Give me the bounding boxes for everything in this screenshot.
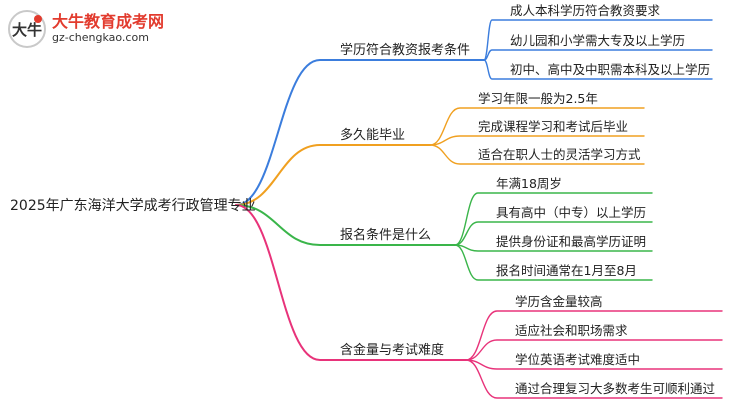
branch-edge-2 [235, 204, 456, 246]
leaf-node-label-3-2: 学位英语考试难度适中 [515, 352, 640, 367]
leaf-edge-1-1 [429, 135, 645, 146]
logo-url: gz-chengkao.com [52, 31, 149, 44]
branch-edge-0 [235, 59, 485, 206]
leaf-node-label-2-3: 报名时间通常在1月至8月 [496, 263, 637, 278]
leaf-node-label-3-3: 通过合理复习大多数考生可顺利通过 [515, 381, 716, 396]
logo-mark-icon: 大牛 [8, 10, 46, 48]
leaf-node-label-3-1: 适应社会和职场需求 [515, 323, 628, 338]
branch-node-label-0: 学历符合教资报考条件 [340, 42, 470, 58]
leaf-edge-0-1 [483, 49, 713, 61]
logo-title: 大牛教育成考网 [52, 12, 165, 31]
leaf-node-label-3-0: 学历含金量较高 [515, 294, 603, 309]
branch-edge-1 [235, 144, 431, 206]
leaf-edge-0-0 [483, 19, 713, 61]
site-logo: 大牛 大牛教育成考网 gz-chengkao.com [8, 10, 164, 48]
leaf-edge-2-3 [454, 244, 653, 281]
branch-node-label-1: 多久能毕业 [340, 127, 405, 143]
leaf-node-label-2-0: 年满18周岁 [496, 176, 562, 191]
leaf-edge-1-0 [429, 107, 645, 146]
leaf-node-label-1-1: 完成课程学习和考试后毕业 [478, 119, 628, 134]
leaf-edge-2-1 [454, 221, 653, 246]
leaf-edge-3-0 [465, 310, 723, 361]
logo-texts: 大牛教育成考网 gz-chengkao.com [52, 13, 164, 45]
branch-node-label-2: 报名条件是什么 [340, 227, 431, 243]
leaf-node-label-0-2: 初中、高中及中职需本科及以上学历 [510, 62, 710, 77]
leaf-node-label-0-1: 幼儿园和小学需大专及以上学历 [510, 33, 685, 48]
leaf-node-label-1-0: 学习年限一般为2.5年 [478, 91, 598, 106]
leaf-node-label-0-0: 成人本科学历符合教资要求 [510, 3, 661, 18]
leaf-edge-3-2 [465, 359, 723, 370]
leaf-edge-3-1 [465, 339, 723, 361]
leaf-edge-3-3 [465, 359, 723, 399]
mind-map-nodes: 2025年广东海洋大学成考行政管理专业 学历符合教资报考条件 成人本科学历符合教资… [10, 3, 716, 396]
leaf-edge-2-0 [454, 192, 653, 246]
leaf-edge-0-2 [483, 59, 713, 80]
leaf-node-label-1-2: 适合在职人士的灵活学习方式 [478, 147, 641, 162]
root-node-label: 2025年广东海洋大学成考行政管理专业 [10, 198, 256, 214]
leaf-node-label-2-1: 具有高中（中专）以上学历 [496, 205, 646, 220]
branch-edge-3 [235, 204, 467, 361]
leaf-node-label-2-2: 提供身份证和最高学历证明 [496, 234, 646, 249]
leaf-edge-1-2 [429, 144, 645, 165]
mind-map-edges [235, 19, 723, 399]
branch-node-label-3: 含金量与考试难度 [340, 342, 444, 358]
